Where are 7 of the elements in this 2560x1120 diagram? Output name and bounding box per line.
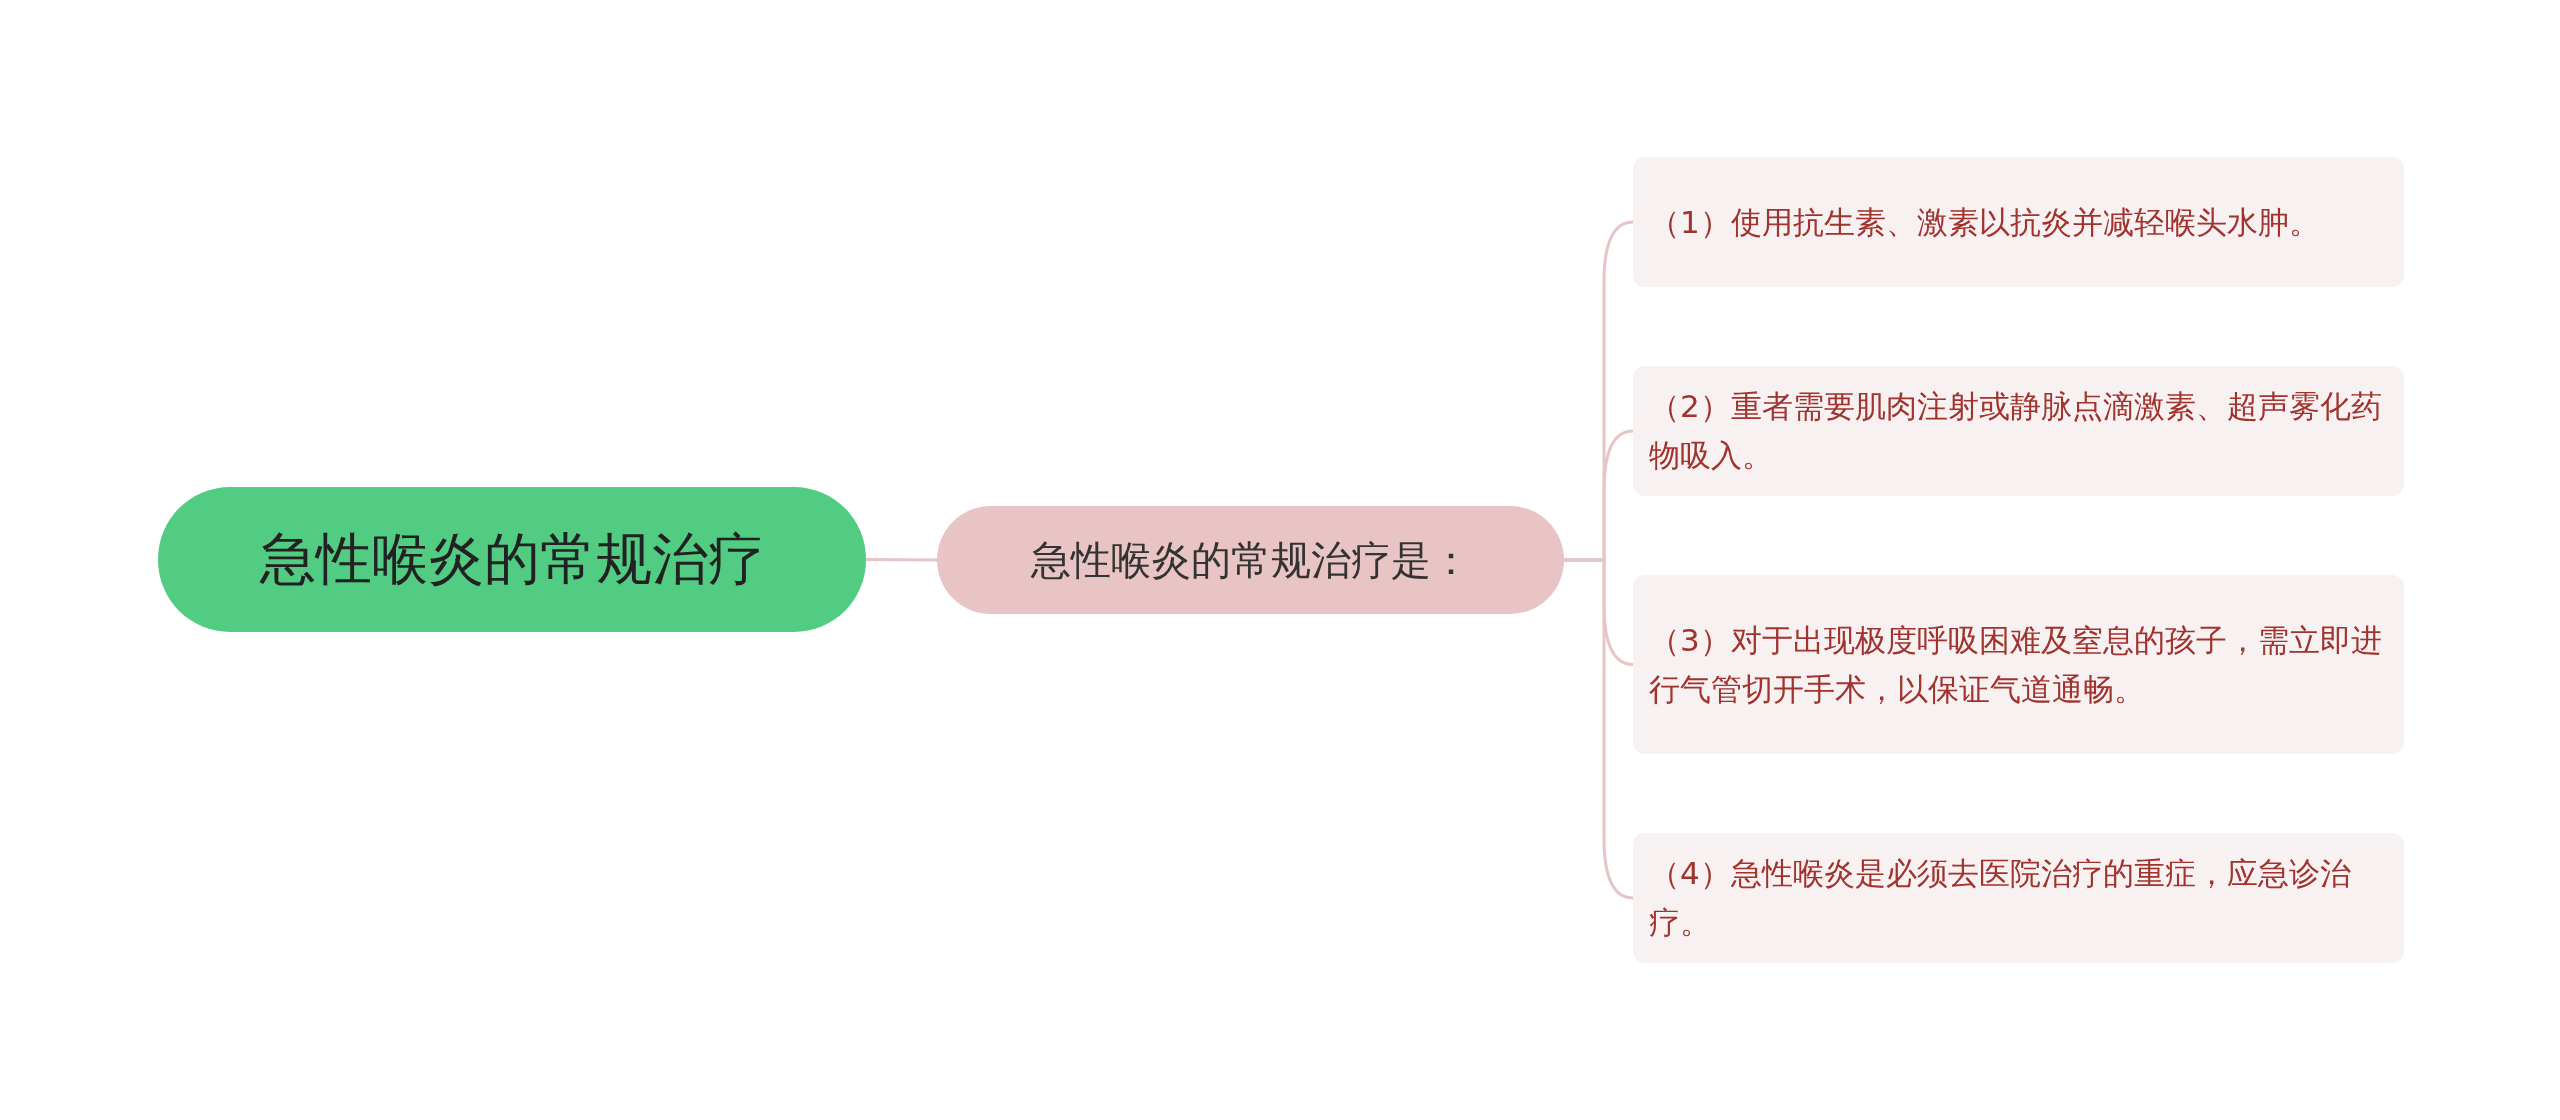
root-topic: 急性喉炎的常规治疗 [158,487,866,632]
text-box: （3）对于出现极度呼吸困难及窒息的孩子，需立即进行气管切开手术，以保证气道通畅。 [1633,575,2404,754]
text-box: （2）重者需要肌肉注射或静脉点滴激素、超声雾化药物吸入。 [1633,366,2404,496]
topic-box: 急性喉炎的常规治疗是： [937,506,1564,614]
text-box: （1）使用抗生素、激素以抗炎并减轻喉头水肿。 [1633,157,2404,287]
connector-line [866,558,937,562]
text-box: （4）急性喉炎是必须去医院治疗的重症，应急诊治疗。 [1633,833,2404,963]
